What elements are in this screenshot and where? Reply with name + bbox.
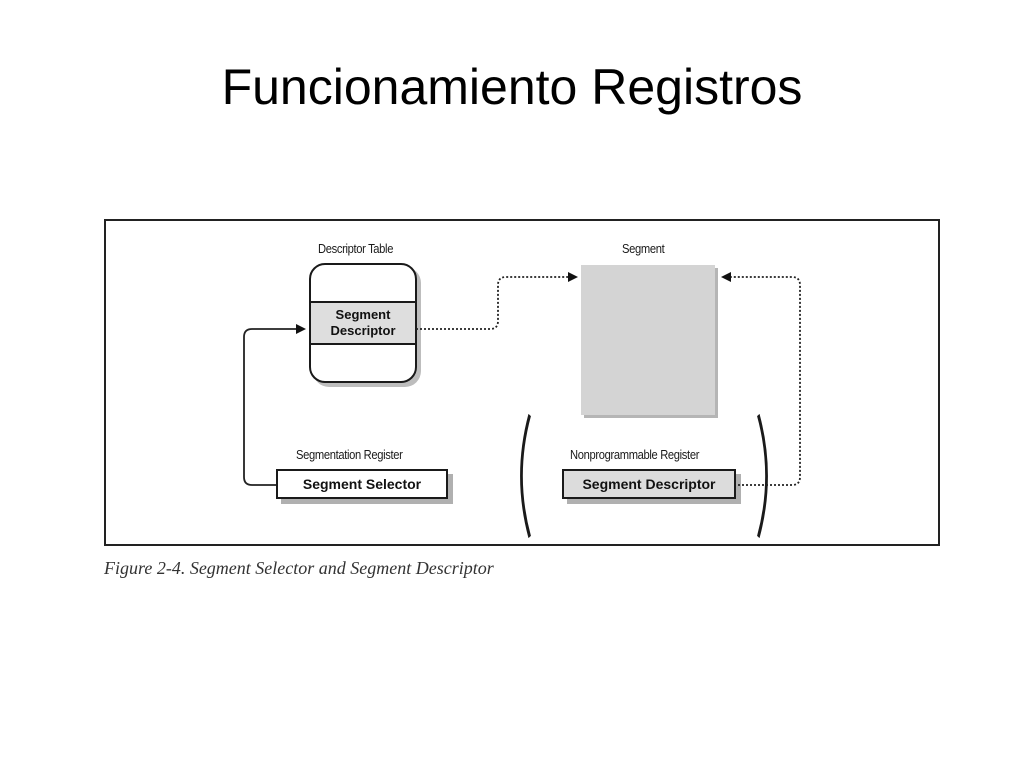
left-parenthesis-icon xyxy=(520,413,531,539)
diagram-arrows xyxy=(243,272,801,486)
nonprogrammable-register-label: Nonprogrammable Register xyxy=(570,447,700,462)
descriptor-entry-text: Segment Descriptor xyxy=(330,307,396,338)
segment-block xyxy=(581,265,715,415)
segment-label: Segment xyxy=(622,241,665,256)
figure-frame: Descriptor Table Segment Descriptor Segm… xyxy=(104,219,940,546)
descriptor-table-label: Descriptor Table xyxy=(318,241,394,256)
descriptor-table: Segment Descriptor xyxy=(309,263,417,383)
slide-title: Funcionamiento Registros xyxy=(221,59,803,115)
register-to-segment-arrow xyxy=(721,272,801,486)
descriptor-to-segment-arrow xyxy=(416,272,578,330)
descriptor-table-entry: Segment Descriptor xyxy=(311,301,415,345)
right-parenthesis-icon xyxy=(757,413,768,539)
segmentation-register-label: Segmentation Register xyxy=(296,447,403,462)
register-segment-descriptor-box: Segment Descriptor xyxy=(562,469,736,499)
segment-selector-box: Segment Selector xyxy=(276,469,448,499)
figure-caption: Figure 2-4. Segment Selector and Segment… xyxy=(104,558,494,578)
selector-to-table-arrow xyxy=(243,324,306,486)
